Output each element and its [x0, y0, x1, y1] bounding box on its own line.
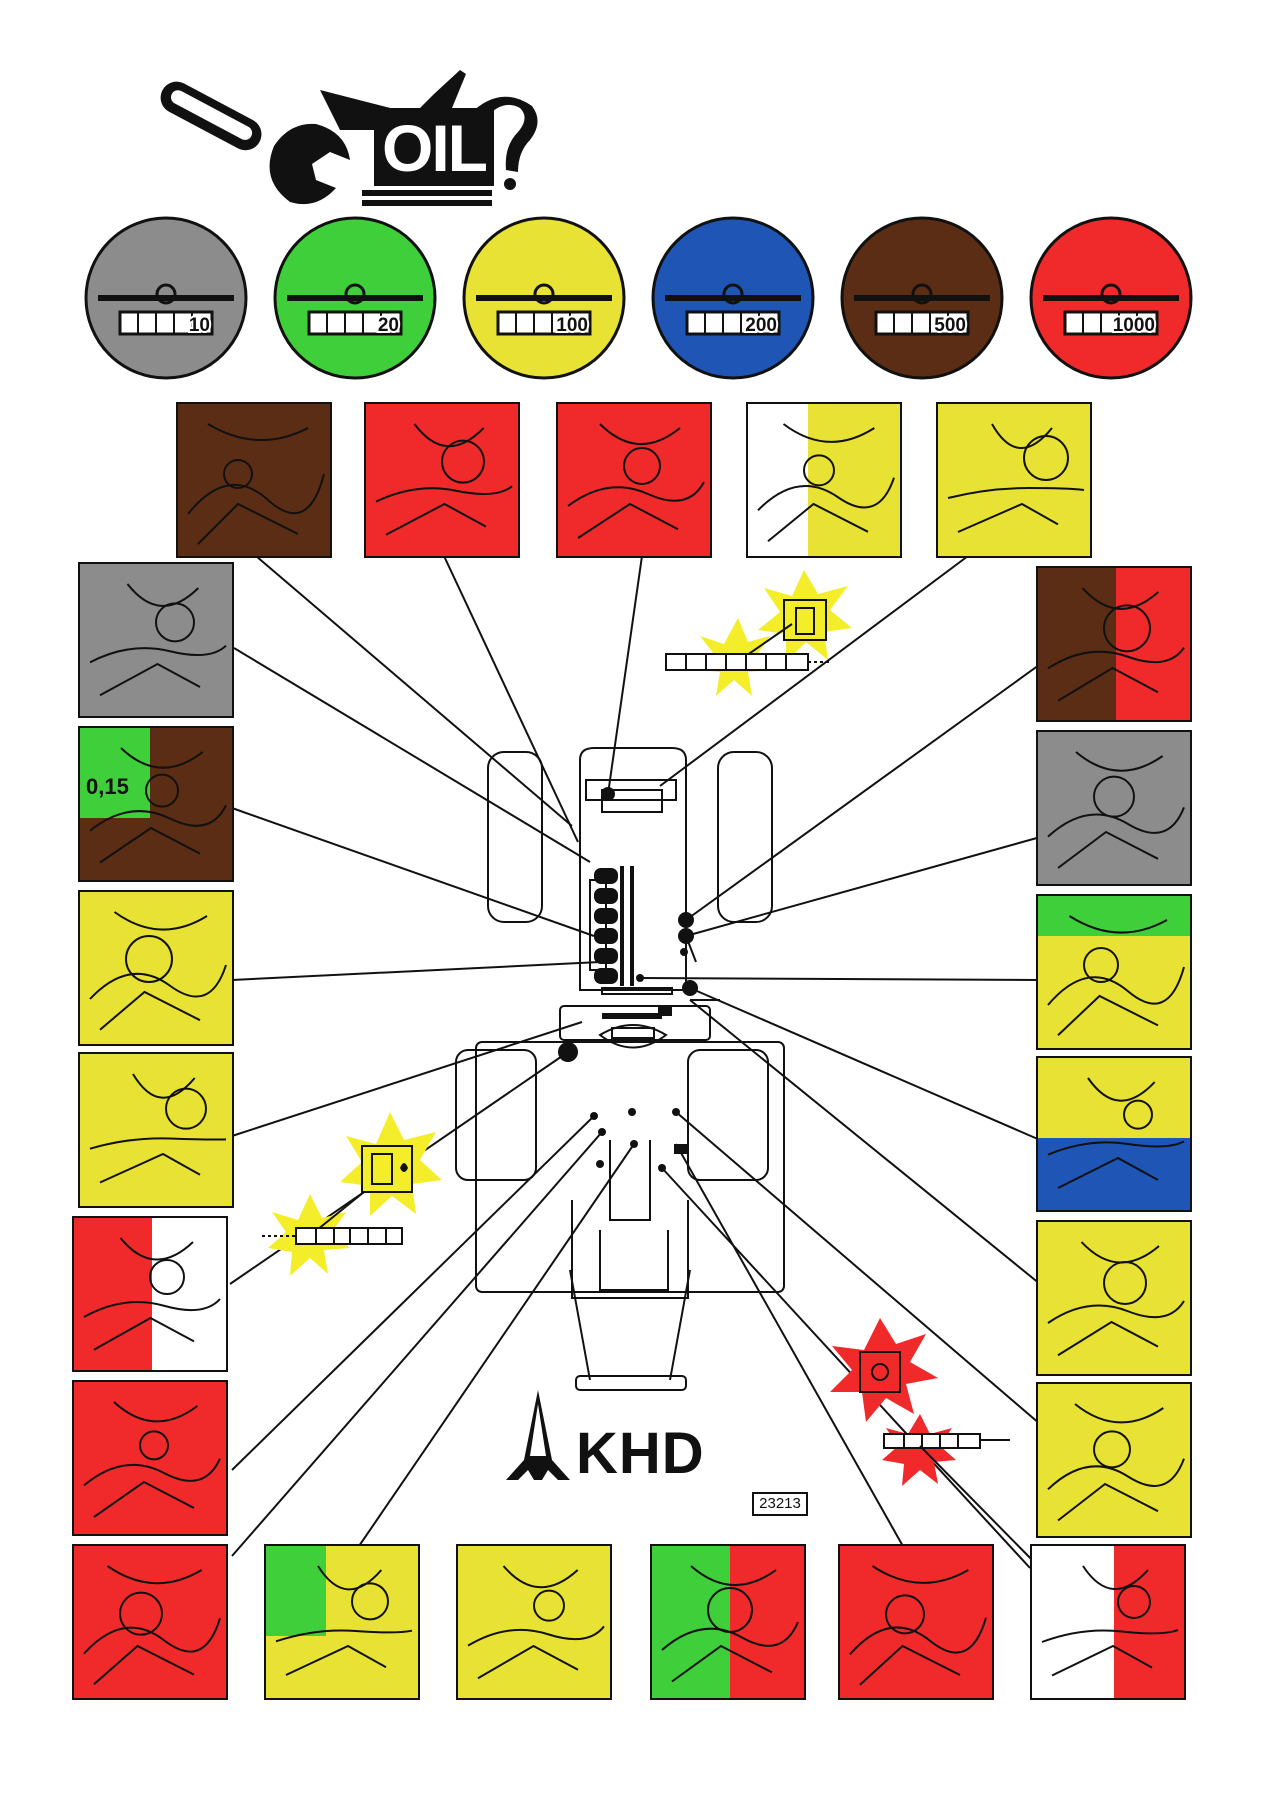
maintenance-tile [1036, 1056, 1192, 1212]
tile-illustration [458, 1546, 610, 1698]
tile-illustration [1038, 896, 1190, 1048]
tile-illustration [80, 1054, 232, 1206]
maintenance-tile [1030, 1544, 1186, 1700]
interval-label: 100 [556, 315, 588, 336]
tile-illustration [80, 564, 232, 716]
engine-cylinders [594, 866, 672, 1019]
filter-burst-icon [665, 570, 852, 696]
maintenance-tile [78, 890, 234, 1046]
maintenance-tile [556, 402, 712, 558]
oil-filter-burst-icon [262, 1112, 442, 1276]
tile-illustration [652, 1546, 804, 1698]
part-number: 23213 [752, 1492, 808, 1516]
maintenance-tile [1036, 1220, 1192, 1376]
interval-dial: 500 [840, 216, 1004, 380]
interval-dial: 1000 [1029, 216, 1193, 380]
tile-illustration [74, 1218, 226, 1370]
tile-illustration [74, 1382, 226, 1534]
interval-dials: 10 20 100 200 500 1000 [84, 216, 1193, 380]
tile-illustration [178, 404, 330, 556]
maintenance-tile [78, 562, 234, 718]
maintenance-tile [78, 1052, 234, 1208]
maintenance-tile [936, 402, 1092, 558]
tile-illustration [1038, 1384, 1190, 1536]
maintenance-tile [176, 402, 332, 558]
interval-label: 1000 [1113, 315, 1155, 336]
tile-illustration [1032, 1546, 1184, 1698]
oil-label: OIL [374, 108, 494, 186]
tile-illustration [938, 404, 1090, 556]
leader-lines [229, 555, 1047, 1569]
interval-label: 200 [745, 315, 777, 336]
wrench-icon [160, 81, 350, 205]
maintenance-tile [264, 1544, 420, 1700]
maintenance-tile: 0,15 [78, 726, 234, 882]
maintenance-tile [72, 1544, 228, 1700]
maintenance-tile [1036, 894, 1192, 1050]
khd-logo-icon [506, 1390, 570, 1480]
tile-illustration [558, 404, 710, 556]
tractor-outline [455, 747, 785, 1391]
tile-illustration [840, 1546, 992, 1698]
interval-label: 20 [378, 315, 399, 336]
tile-illustration [80, 728, 232, 880]
maintenance-tile [1036, 730, 1192, 886]
tile-illustration [1038, 1222, 1190, 1374]
maintenance-tile [72, 1380, 228, 1536]
maintenance-tile [364, 402, 520, 558]
tile-illustration [266, 1546, 418, 1698]
interval-dial: 200 [651, 216, 815, 380]
interval-dial: 20 [273, 216, 437, 380]
interval-label: 500 [934, 315, 966, 336]
maintenance-tile [838, 1544, 994, 1700]
brand-name: KHD [576, 1421, 705, 1486]
tile-illustration [366, 404, 518, 556]
maintenance-tile [1036, 1382, 1192, 1538]
maintenance-tile [650, 1544, 806, 1700]
maintenance-tile [456, 1544, 612, 1700]
header-illustration [160, 70, 538, 206]
tile-illustration [1038, 1058, 1190, 1210]
maintenance-tile [746, 402, 902, 558]
tile-value-label: 0,15 [86, 774, 129, 799]
tile-illustration [1038, 732, 1190, 884]
maintenance-tile [1036, 566, 1192, 722]
tile-illustration [80, 892, 232, 1044]
maintenance-tile [72, 1216, 228, 1372]
interval-dial: 100 [462, 216, 626, 380]
tile-illustration [1038, 568, 1190, 720]
tile-illustration [74, 1546, 226, 1698]
tile-illustration [748, 404, 900, 556]
interval-label: 10 [189, 315, 210, 336]
air-filter-burst-icon [830, 1318, 1041, 1569]
interval-dial: 10 [84, 216, 248, 380]
